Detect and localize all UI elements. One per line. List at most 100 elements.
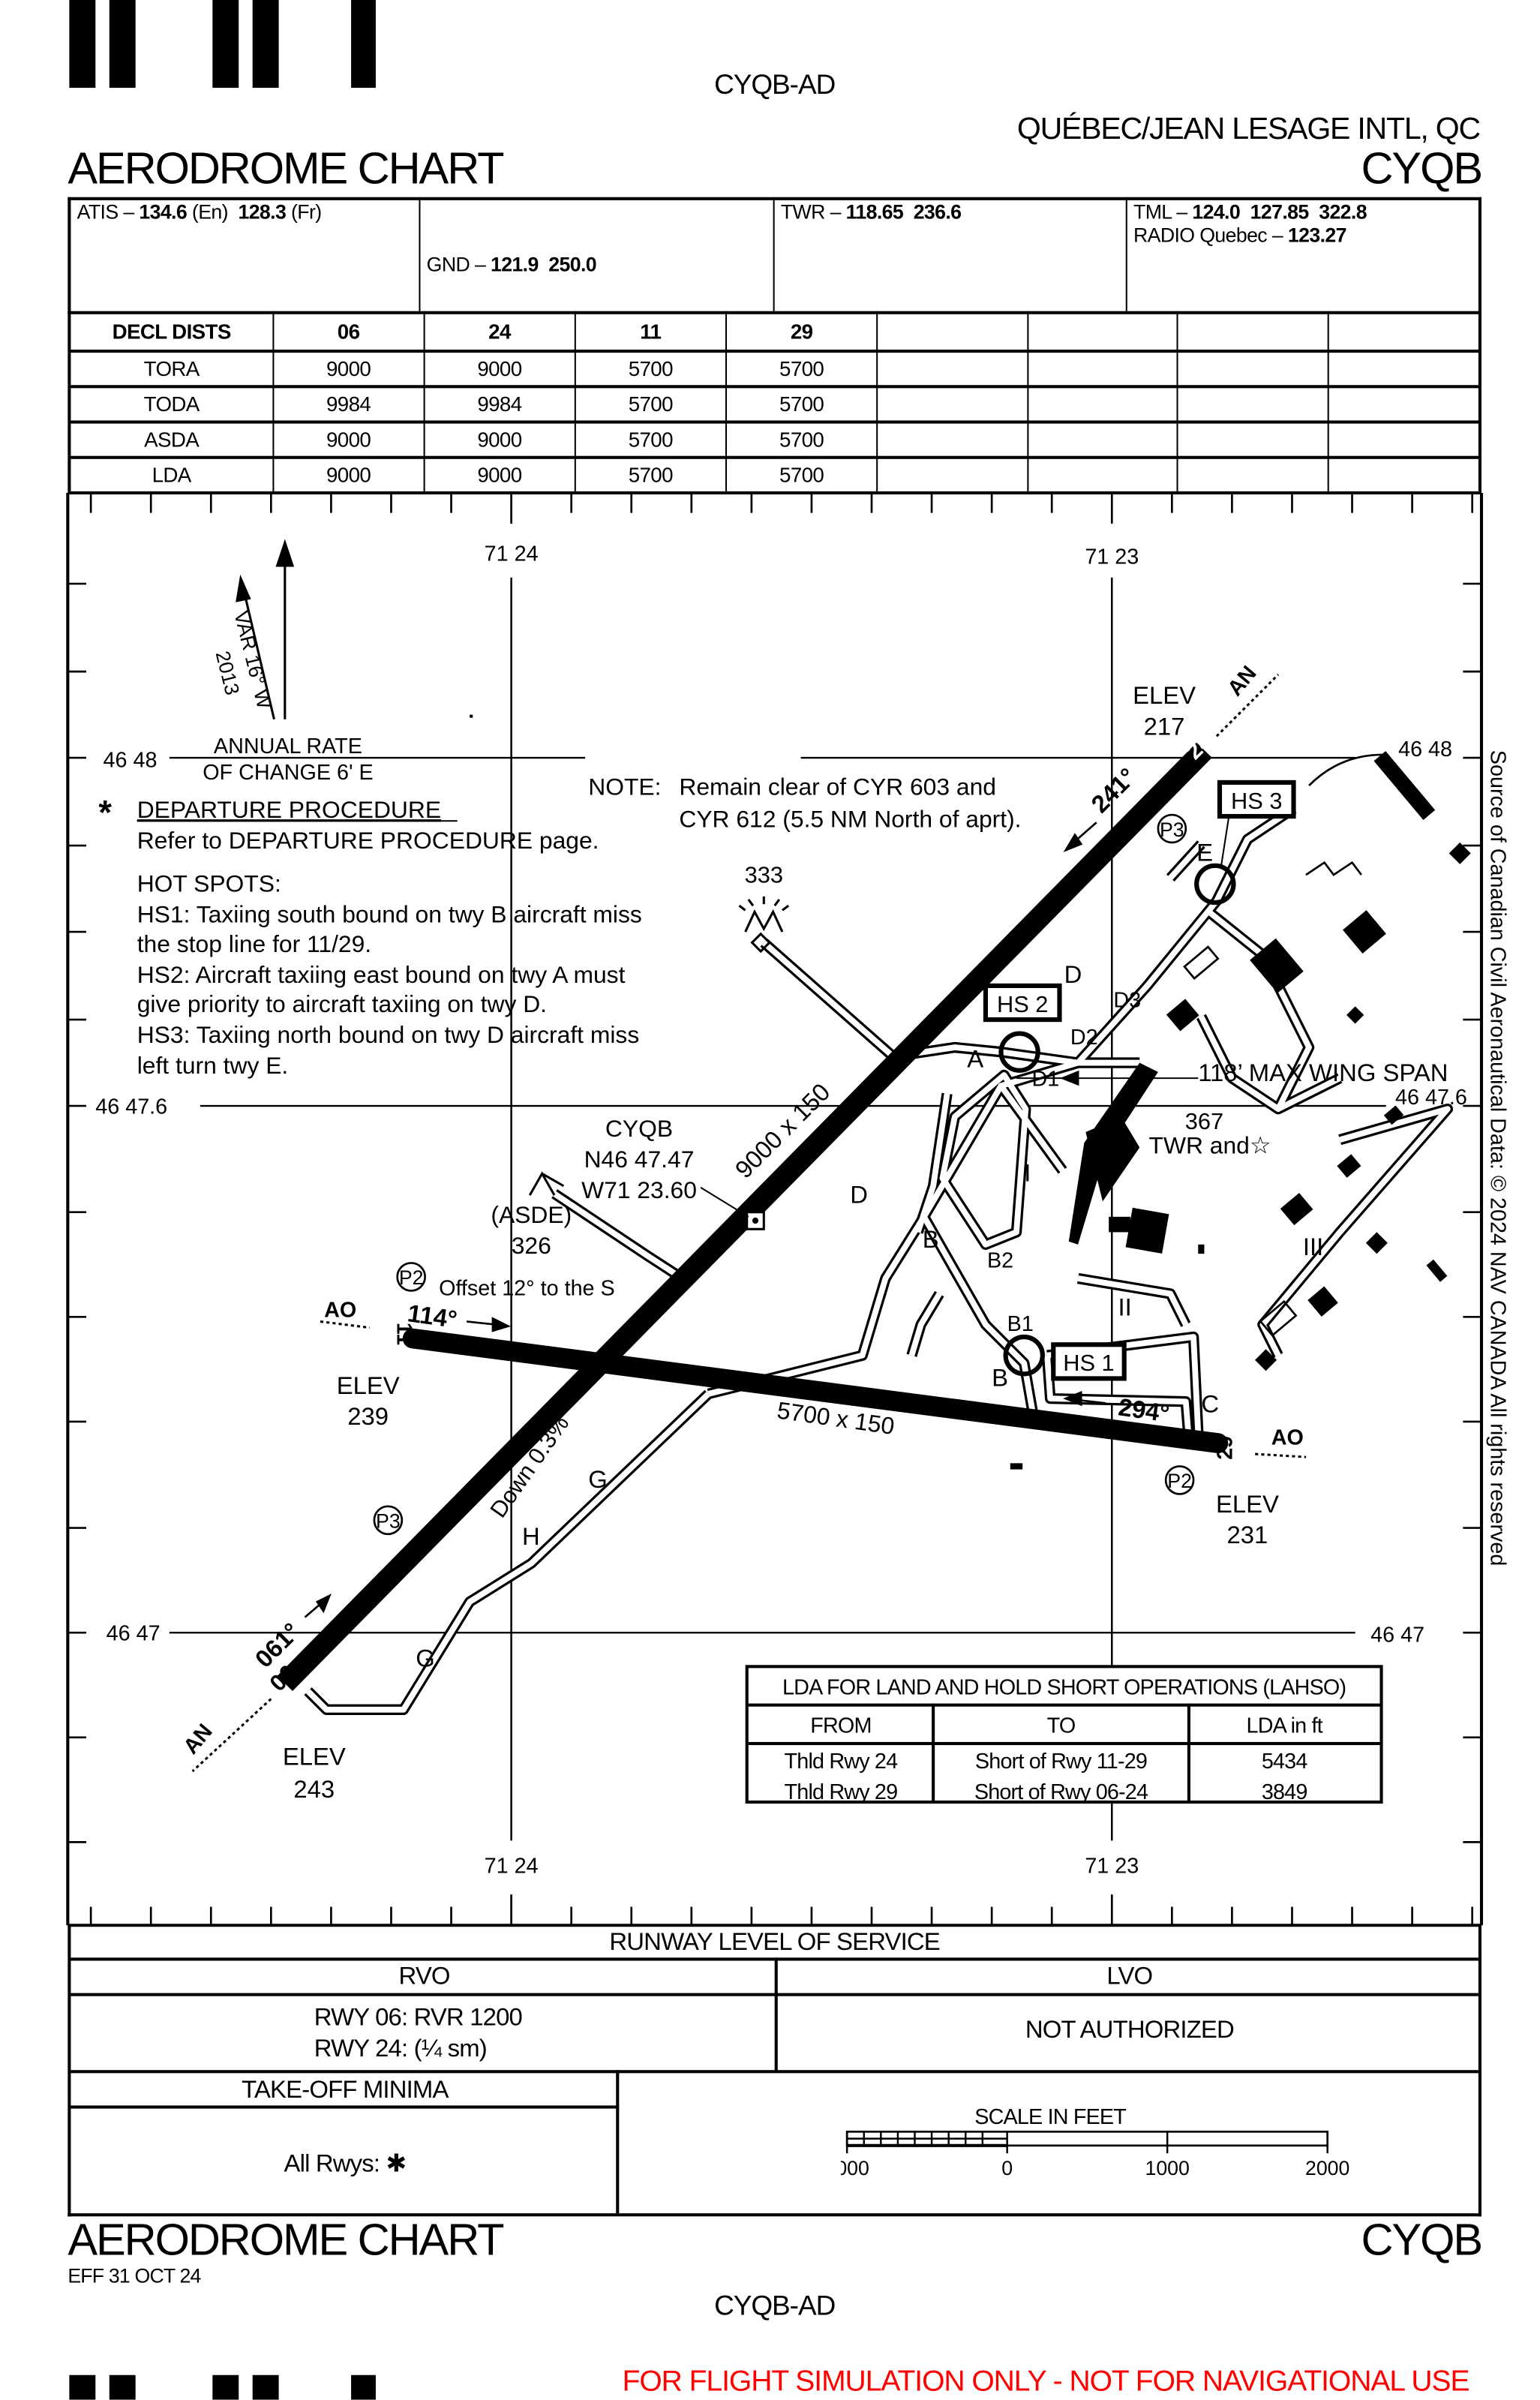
simulation-disclaimer: FOR FLIGHT SIMULATION ONLY - NOT FOR NAV… [622, 2365, 1470, 2398]
note-line-1: Remain clear of CYR 603 and [679, 773, 996, 800]
papi-markers [373, 813, 1195, 1536]
ao-29: AO [1271, 1426, 1304, 1450]
svg-text:give priority to aircraft taxi: give priority to aircraft taxiing on twy… [137, 990, 547, 1017]
elev-label-29: ELEV [1216, 1490, 1279, 1518]
svg-text:HS2: Aircraft taxiing east bou: HS2: Aircraft taxiing east bound on twy … [137, 961, 626, 988]
svg-text:III: III [1303, 1233, 1323, 1260]
note-label: NOTE: [588, 773, 661, 800]
hot-spot-hs3[interactable]: HS 3 [1217, 779, 1296, 819]
svg-text:D2: D2 [1070, 1026, 1098, 1050]
elev-label-11: ELEV [337, 1371, 400, 1399]
doc-id-top: CYQB-AD [714, 69, 836, 101]
hot-spot-hs1[interactable]: HS 1 [1051, 1342, 1127, 1381]
decl-header-row: DECL DISTS 06 24 11 29 [68, 311, 1481, 353]
lon-label-71-23-bottom: 71 23 [1085, 1854, 1139, 1878]
gnd-cell: GND – 121.9 250.0 [420, 197, 775, 311]
svg-text:1000: 1000 [1145, 2157, 1190, 2179]
effective-date: EFF 31 OCT 24 [68, 2263, 201, 2287]
page-title: AERODROME CHART [68, 144, 504, 194]
svg-text:C: C [1201, 1390, 1219, 1418]
svg-text:B2: B2 [987, 1249, 1013, 1273]
doc-id-bottom: CYQB-AD [714, 2290, 836, 2321]
asde-elevation: 326 [512, 1232, 551, 1259]
rvo-line-1: RWY 06: RVR 1200 [314, 2005, 523, 2032]
heading-114: 114° [406, 1299, 459, 1333]
lat-label-46-47-right: 46 47 [1370, 1623, 1424, 1647]
p3-south: P3 [376, 1510, 401, 1533]
arp-latitude: N46 47.47 [584, 1146, 695, 1173]
twr-cell: TWR – 118.65 236.6 [775, 197, 1127, 311]
svg-text:HS3: Taxiing north bound on tw: HS3: Taxiing north bound on twy D aircra… [137, 1021, 640, 1048]
tower-elevation: 367 [1185, 1108, 1223, 1134]
arp-longitude: W71 23.60 [581, 1176, 697, 1203]
departure-star-icon: * [98, 793, 112, 831]
source-note: Source of Canadian Civil Aeronautical Da… [1485, 750, 1509, 1566]
variation-year: 2013 [212, 649, 244, 698]
hot-spot-hs2[interactable]: HS 2 [983, 983, 1062, 1023]
ao-11: AO [324, 1298, 356, 1322]
offset-note: Offset 12° to the S [439, 1277, 615, 1301]
svg-text:D3: D3 [1113, 989, 1141, 1013]
scale-title: SCALE IN FEET [974, 2104, 1127, 2129]
lat-label-46-47: 46 47 [107, 1621, 161, 1645]
lat-label-46-48-right: 46 48 [1398, 737, 1452, 761]
lon-label-71-24-bottom: 71 24 [485, 1854, 539, 1878]
svg-text:B1: B1 [1007, 1312, 1034, 1336]
p2-east: P2 [1167, 1470, 1192, 1492]
asde-icon [528, 1171, 565, 1196]
beacon-icon [738, 896, 790, 954]
svg-text:D: D [1064, 960, 1082, 988]
asde-label: (ASDE) [491, 1201, 572, 1228]
approach-lights [191, 674, 1307, 1773]
taxiway-labels: E D D3 D2 A D1 D I B B2 B1 B II III C G … [416, 839, 1323, 1672]
runway-29-number: 29 [1213, 1436, 1237, 1460]
elev-label-06: ELEV [283, 1743, 346, 1771]
max-wingspan-note: 118’ MAX WING SPAN [1198, 1059, 1448, 1086]
svg-text:H: H [522, 1522, 540, 1550]
elev-label-24: ELEV [1133, 681, 1196, 709]
takeoff-minima-title: TAKE-OFF MINIMA [242, 2077, 449, 2104]
rvo-line-2: RWY 24: (¼ sm) [314, 2036, 488, 2062]
svg-text:A: A [967, 1045, 983, 1073]
table-row: LDA 9000 9000 5700 5700 [68, 456, 1481, 494]
table-row: ASDA 9000 9000 5700 5700 [68, 421, 1481, 458]
svg-text:HS 1: HS 1 [1063, 1350, 1114, 1376]
svg-text:HOT SPOTS:: HOT SPOTS: [137, 870, 281, 897]
runway-11-number: 11 [392, 1323, 416, 1345]
elev-06: 243 [293, 1775, 335, 1803]
magnetic-variation: VAR 16° W [230, 608, 276, 711]
elev-24: 217 [1144, 712, 1185, 740]
lat-label-46-47-6-right: 46 47.6 [1395, 1086, 1467, 1110]
taxiways [308, 809, 1448, 1710]
annual-rate-label: ANNUAL RATE [214, 734, 362, 758]
svg-text:HS 2: HS 2 [997, 991, 1048, 1017]
lvo-value: NOT AUTHORIZED [1025, 2017, 1235, 2044]
graticule-lines [169, 577, 1386, 1841]
svg-text:G: G [588, 1465, 608, 1493]
svg-text:B: B [923, 1225, 939, 1253]
svg-text:D1: D1 [1032, 1067, 1060, 1091]
hot-spot-circles [998, 863, 1236, 1377]
annual-rate-value: OF CHANGE 6' E [203, 761, 373, 785]
elev-29: 231 [1227, 1521, 1268, 1548]
svg-text:0: 0 [1001, 2157, 1013, 2179]
svg-text:HS1: Taxiing south bound on tw: HS1: Taxiing south bound on twy B aircra… [137, 901, 642, 928]
lon-label-71-23: 71 23 [1085, 545, 1139, 569]
runway-level-of-service: RUNWAY LEVEL OF SERVICE RVO LVO RWY 06: … [68, 1925, 1481, 2217]
lat-label-46-47-6: 46 47.6 [95, 1095, 167, 1119]
location-name: QUÉBEC/JEAN LESAGE INTL, QC [1016, 112, 1481, 147]
apron-buildings [470, 714, 1471, 1470]
table-row: TORA 9000 9000 5700 5700 [68, 350, 1481, 388]
arp-ident: CYQB [605, 1115, 673, 1142]
tml-cell: TML – 124.0 127.85 322.8 RADIO Quebec – … [1133, 200, 1367, 247]
lat-label-46-48: 46 48 [104, 748, 158, 772]
svg-text:I: I [1024, 1159, 1031, 1187]
departure-procedure-text: Refer to DEPARTURE PROCEDURE page. [137, 827, 599, 854]
elev-11: 239 [347, 1402, 389, 1430]
graticule-ticks [68, 494, 1481, 1926]
svg-text:G: G [416, 1644, 435, 1672]
departure-procedure-title[interactable]: DEPARTURE PROCEDURE [137, 796, 441, 823]
hot-spots-notes: HOT SPOTS: HS1: Taxiing south bound on t… [137, 870, 642, 1079]
